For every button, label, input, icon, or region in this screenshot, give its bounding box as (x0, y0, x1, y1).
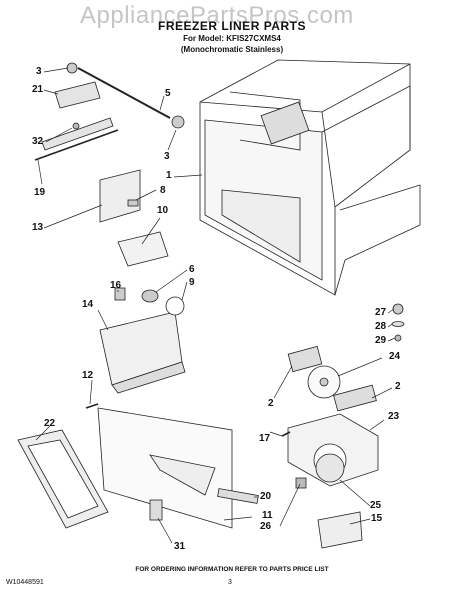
document-number: W10448591 (6, 579, 44, 586)
callout-28: 28 (375, 321, 387, 332)
light-housing-drawing (99, 287, 186, 394)
grille-drawing (17, 429, 109, 529)
callout-25: 25 (370, 500, 382, 511)
ordering-note: FOR ORDERING INFORMATION REFER TO PARTS … (135, 566, 329, 573)
callout-22: 22 (44, 418, 56, 429)
callout-32: 32 (32, 136, 44, 147)
model-line: For Model: KFIS27CXMS4 (183, 34, 281, 43)
callout-13: 13 (32, 222, 44, 233)
fan-assembly-drawing (281, 345, 379, 549)
damper-parts-drawing (391, 303, 405, 342)
callout-23: 23 (388, 411, 400, 422)
callout-21: 21 (32, 84, 44, 95)
page-title: FREEZER LINER PARTS (158, 19, 306, 33)
callout-5: 5 (165, 88, 171, 99)
callout-17: 17 (259, 433, 271, 444)
callout-2-left: 2 (268, 398, 274, 409)
callout-2-right: 2 (395, 381, 401, 392)
callout-24: 24 (389, 351, 401, 362)
callout-12: 12 (82, 370, 94, 381)
callout-3-lower: 3 (164, 151, 170, 162)
page-number: 3 (228, 579, 232, 586)
leader-lines (35, 67, 396, 544)
callout-8: 8 (160, 185, 166, 196)
callout-16: 16 (110, 280, 122, 291)
panel-drawing (97, 407, 259, 529)
watermark: AppliancePartsPros.com (80, 2, 354, 29)
callout-6: 6 (189, 264, 195, 275)
callout-14: 14 (82, 299, 94, 310)
callout-29: 29 (375, 335, 387, 346)
bracket-drawing (99, 169, 141, 223)
callout-27: 27 (375, 307, 387, 318)
callout-20: 20 (260, 491, 272, 502)
callout-31: 31 (174, 541, 186, 552)
callout-15: 15 (371, 513, 383, 524)
callout-10: 10 (157, 205, 169, 216)
screw-drawing (85, 403, 99, 409)
callout-11: 11 (262, 510, 273, 521)
callout-3: 3 (36, 66, 42, 77)
rod-and-bracket-drawing (34, 62, 185, 161)
gasket-drawing (117, 231, 169, 267)
freezer-liner-drawing (199, 59, 421, 296)
callout-26: 26 (260, 521, 272, 532)
callout-1: 1 (166, 170, 172, 181)
variant-line: (Monochromatic Stainless) (180, 45, 284, 54)
callout-19: 19 (34, 187, 46, 198)
callout-9: 9 (189, 277, 195, 288)
